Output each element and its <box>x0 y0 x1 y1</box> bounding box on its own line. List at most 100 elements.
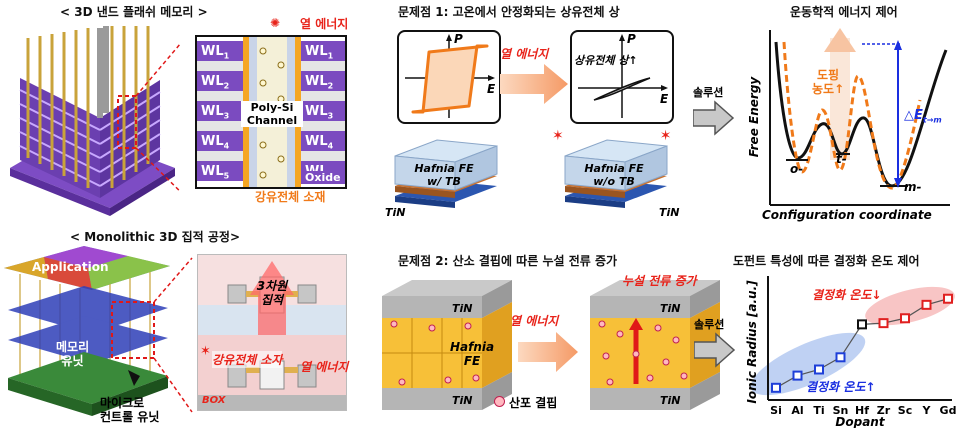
x-tick-si: Si <box>770 404 782 417</box>
wl-label-3: WL3 <box>201 104 230 121</box>
axis-e-right: E <box>660 92 669 106</box>
solution2-label: 솔루션 <box>694 318 725 331</box>
nand-title: < 3D 낸드 플래쉬 메모리 > <box>60 5 208 19</box>
wl-label-2: WL2 <box>201 74 230 91</box>
device-right-graphic <box>590 280 720 410</box>
wl-label-5: WL5 <box>201 164 230 181</box>
problem1-heat-label: 열 에너지 <box>500 47 549 61</box>
solution2-arrow <box>694 332 736 368</box>
problem2-heat-label: 열 에너지 <box>510 314 559 328</box>
mono-material-label: 강유전체 소자 <box>212 351 283 368</box>
hysteresis-box-right: P E 상유전체 상↑ <box>570 30 674 124</box>
problem2-title: 문제점 2: 산소 결핍에 따른 누설 전류 증가 <box>398 254 618 268</box>
x-tick-gd: Gd <box>940 404 957 417</box>
x-tick-hf: Hf <box>855 404 869 417</box>
solution1-arrow <box>693 100 735 136</box>
tin-top-label-left: TiN <box>452 302 473 315</box>
axis-e-left: E <box>487 82 496 96</box>
nand-3d-structure <box>10 26 180 216</box>
phase-t-label: t- <box>836 152 847 166</box>
stack-right-graphic <box>564 139 668 208</box>
wl-label-4-right: WL4 <box>305 134 334 151</box>
vacancy-dot-icon <box>494 396 505 407</box>
tin-bottom-label-left: TiN <box>452 394 473 407</box>
solution2-title: 도펀트 특성에 따른 결정화 온도 제어 <box>733 254 920 268</box>
mono-spark-icons: ✶ <box>200 344 211 359</box>
problem1-title: 문제점 1: 고온에서 안정화되는 상유전체 상 <box>398 5 620 19</box>
ylabel: Ionic Radius [a.u.] <box>745 280 759 404</box>
x-tick-sn: Sn <box>833 404 849 417</box>
x-tick-ti: Ti <box>813 404 824 417</box>
device-block-right: TiN TiN <box>580 278 730 418</box>
solution1-label: 솔루션 <box>693 86 724 99</box>
hysteresis-box-left: P E <box>397 30 501 124</box>
mono-heat-label: 열 에너지 <box>300 360 349 374</box>
x-tick-zr: Zr <box>877 404 891 417</box>
oxide-label: Oxide <box>301 171 345 184</box>
solution1-title: 운동학적 에너지 제어 <box>790 5 898 19</box>
data-point-si <box>771 382 781 393</box>
wl-label-3-right: WL3 <box>305 104 334 121</box>
tin-label-right: TiN <box>659 206 680 219</box>
data-point-gd <box>943 293 953 304</box>
high-temp-label: 결정화 온도↓ <box>812 288 882 302</box>
free-energy-ylabel: Free Energy <box>747 76 762 158</box>
monolithic-stack <box>4 246 193 416</box>
data-point-sc <box>900 313 910 324</box>
vacancy-legend: 산포 결핍 <box>494 394 557 411</box>
nand-cross-section: WL1 WL2 WL3 WL4 WL5 WL1 WL2 WL3 WL4 WL5 … <box>195 35 347 189</box>
data-point-hf <box>857 319 867 330</box>
device-left-graphic <box>382 280 512 410</box>
x-tick-y: Y <box>922 404 932 417</box>
x-tick-sc: Sc <box>898 404 912 417</box>
stack-left-graphic <box>394 139 498 208</box>
xlabel: Dopant <box>835 415 885 428</box>
mono-title: < Monolithic 3D 집적 공정> <box>70 230 240 244</box>
nand-material-label: 강유전체 소재 <box>255 190 326 204</box>
nand-heat-label: 열 에너지 <box>300 17 349 31</box>
data-point-zr <box>878 318 889 329</box>
data-point-sn <box>835 352 846 363</box>
wl-label-1-right: WL1 <box>305 44 334 61</box>
box-label: BOX <box>202 395 226 406</box>
data-point-al <box>792 370 803 381</box>
heat-arrow-2 <box>518 330 578 378</box>
spark-icons-right: ✶✶ <box>552 128 768 144</box>
paraelectric-label: 상유전체 상↑ <box>574 54 638 67</box>
axis-p-left: P <box>454 32 463 46</box>
ferroelectric-loop-graphic <box>405 34 495 118</box>
dopant-chart: Si Al Ti Sn Hf Zr Sc Y Gd Ionic Radius [a.u.] Do… <box>745 276 957 428</box>
heat-flame-icon: ✺ <box>270 16 281 30</box>
paraelectric-loop-graphic <box>578 34 668 118</box>
tin-label-left: TiN <box>385 206 406 219</box>
low-temp-label: 결정화 온도↑ <box>806 380 876 394</box>
x-tick-al: Al <box>791 404 803 417</box>
data-point-y <box>921 299 932 310</box>
data-point-ti <box>814 364 824 375</box>
phase-m-label: m- <box>904 180 922 194</box>
wl-label-4: WL4 <box>201 134 230 151</box>
leak-current-label: 누설 전류 증가 <box>622 274 697 288</box>
phase-o-label: o- <box>790 162 804 176</box>
config-coord-xlabel: Configuration coordinate <box>762 208 932 222</box>
wl-label-1: WL1 <box>201 44 230 61</box>
axis-p-right: P <box>627 32 636 46</box>
heat-arrow-1 <box>500 62 568 110</box>
tin-top-label-right: TiN <box>660 302 681 315</box>
application-label: Application <box>32 260 109 274</box>
tin-bottom-label-right: TiN <box>660 394 681 407</box>
delta-e-label: △Et→m <box>904 108 942 125</box>
